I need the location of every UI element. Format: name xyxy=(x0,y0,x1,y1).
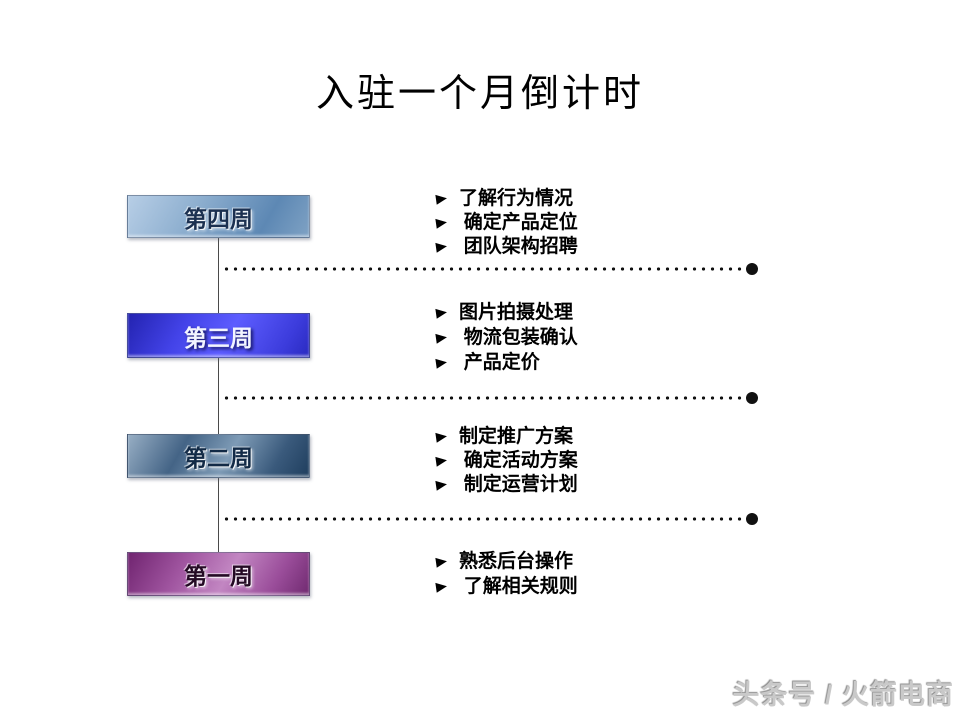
week-box-week4: 第四周 xyxy=(127,195,310,238)
arrowhead-bullet-icon xyxy=(435,357,448,369)
week-box-label: 第一周 xyxy=(184,564,253,589)
arrowhead-bullet-icon xyxy=(435,217,448,229)
dotted-line xyxy=(222,517,745,521)
task-list-week3: 图片拍摄处理 物流包装确认 产品定价 xyxy=(435,302,578,377)
task-text: 确定产品定位 xyxy=(459,212,578,233)
endpoint-dot-icon xyxy=(746,513,758,525)
week-box-label: 第三周 xyxy=(184,325,253,351)
week-box-label: 第二周 xyxy=(184,446,253,471)
task-text: 熟悉后台操作 xyxy=(459,551,574,572)
dotted-connector xyxy=(222,512,758,525)
endpoint-dot-icon xyxy=(746,263,758,275)
arrowhead-bullet-icon xyxy=(435,431,448,443)
task-text: 团队架构招聘 xyxy=(459,236,578,257)
task-item: 了解行为情况 xyxy=(435,188,578,212)
task-item: 确定产品定位 xyxy=(435,212,578,236)
task-text: 图片拍摄处理 xyxy=(459,302,574,323)
task-text: 制定推广方案 xyxy=(459,426,574,447)
task-text: 了解行为情况 xyxy=(459,188,574,209)
week-box-week2: 第二周 xyxy=(127,434,310,478)
task-text: 制定运营计划 xyxy=(459,474,578,495)
task-item: 制定推广方案 xyxy=(435,426,578,450)
dotted-line xyxy=(222,396,745,400)
week-box-week3: 第三周 xyxy=(127,313,310,358)
arrowhead-bullet-icon xyxy=(435,479,448,491)
watermark: 头条号 / 火箭电商 xyxy=(732,680,954,710)
dotted-connector xyxy=(222,262,758,275)
task-list-week1: 熟悉后台操作 了解相关规则 xyxy=(435,551,578,601)
arrowhead-bullet-icon xyxy=(435,581,448,593)
task-item: 物流包装确认 xyxy=(435,327,578,352)
arrowhead-bullet-icon xyxy=(435,241,448,253)
endpoint-dot-icon xyxy=(746,392,758,404)
timeline-vertical-connector xyxy=(218,237,219,553)
arrowhead-bullet-icon xyxy=(435,193,448,205)
arrowhead-bullet-icon xyxy=(435,332,448,344)
dotted-line xyxy=(222,267,745,271)
slide-title: 入驻一个月倒计时 xyxy=(315,73,644,115)
task-item: 产品定价 xyxy=(435,352,578,377)
task-item: 制定运营计划 xyxy=(435,474,578,498)
task-item: 图片拍摄处理 xyxy=(435,302,578,327)
dotted-connector xyxy=(222,391,758,404)
week-box-week1: 第一周 xyxy=(127,552,310,596)
arrowhead-bullet-icon xyxy=(435,455,448,467)
task-item: 团队架构招聘 xyxy=(435,236,578,260)
arrowhead-bullet-icon xyxy=(435,556,448,568)
task-list-week4: 了解行为情况 确定产品定位 团队架构招聘 xyxy=(435,188,578,260)
arrowhead-bullet-icon xyxy=(435,307,448,319)
task-list-week2: 制定推广方案 确定活动方案 制定运营计划 xyxy=(435,426,578,498)
task-item: 确定活动方案 xyxy=(435,450,578,474)
task-text: 产品定价 xyxy=(459,352,540,373)
task-text: 物流包装确认 xyxy=(459,327,578,348)
task-text: 确定活动方案 xyxy=(459,450,578,471)
task-item: 了解相关规则 xyxy=(435,576,578,601)
task-text: 了解相关规则 xyxy=(459,576,578,597)
task-item: 熟悉后台操作 xyxy=(435,551,578,576)
week-box-label: 第四周 xyxy=(184,206,253,232)
